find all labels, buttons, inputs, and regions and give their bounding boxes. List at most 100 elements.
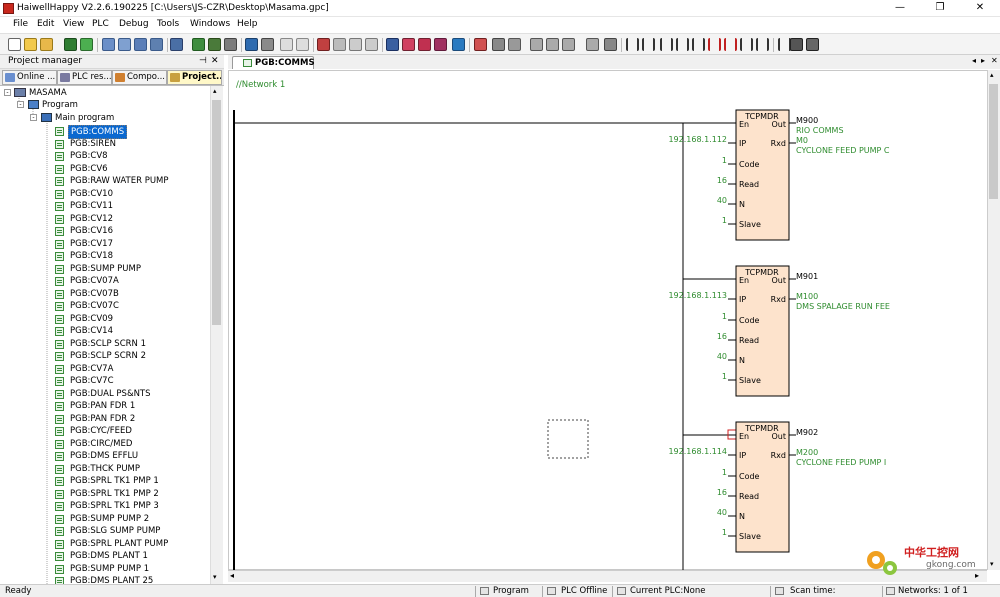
monitor-icon[interactable] (224, 38, 237, 51)
out-variable[interactable]: M900 (796, 116, 818, 125)
coil-icon[interactable] (740, 38, 753, 51)
plc-settings-icon[interactable] (170, 38, 183, 51)
globe-icon[interactable] (452, 38, 465, 51)
pin-icon[interactable]: ⊣ (199, 56, 207, 66)
ip-value[interactable]: 192.168.1.113 (668, 291, 727, 300)
block-icon[interactable] (386, 38, 399, 51)
tcpmdr-block[interactable] (735, 421, 790, 553)
ip-value[interactable]: 192.168.1.114 (668, 447, 727, 456)
delete-col-icon[interactable] (586, 38, 599, 51)
pencil-icon[interactable] (492, 38, 505, 51)
minimize-button[interactable]: — (895, 2, 905, 13)
restore-button[interactable]: ❐ (935, 2, 945, 13)
read-value[interactable]: 16 (717, 488, 727, 497)
close-button[interactable]: ✕ (975, 2, 985, 13)
code-value[interactable]: 1 (722, 468, 727, 477)
n-value[interactable]: 40 (717, 508, 727, 517)
undo-icon[interactable] (280, 38, 293, 51)
slave-value[interactable]: 1 (722, 528, 727, 537)
check-icon[interactable] (245, 38, 258, 51)
tab-components[interactable]: Compo... (112, 70, 167, 85)
rxd-variable[interactable]: M100 (796, 292, 818, 301)
menu-tools[interactable]: Tools (157, 19, 180, 29)
page-setup-icon[interactable] (134, 38, 147, 51)
delete-row-icon[interactable] (546, 38, 559, 51)
set-coil-icon[interactable] (756, 38, 769, 51)
tab-plc-resource[interactable]: PLC res... (57, 70, 112, 85)
menu-file[interactable]: File (13, 19, 29, 29)
export-icon[interactable] (150, 38, 163, 51)
tcpmdr-block[interactable] (735, 109, 790, 241)
paste-icon[interactable] (365, 38, 378, 51)
ip-value[interactable]: 192.168.1.112 (668, 135, 727, 144)
table-icon[interactable] (434, 38, 447, 51)
network-icon[interactable] (604, 38, 617, 51)
editor-scroll-right-icon[interactable]: ▸ (975, 571, 980, 580)
insert-col-icon[interactable] (562, 38, 575, 51)
menu-edit[interactable]: Edit (37, 19, 55, 29)
cut-icon[interactable] (333, 38, 346, 51)
editor-horizontal-scrollbar[interactable]: ◂ ▸ (228, 570, 987, 582)
code-value[interactable]: 1 (722, 312, 727, 321)
slave-value[interactable]: 1 (722, 372, 727, 381)
code-value[interactable]: 1 (722, 156, 727, 165)
read-value[interactable]: 16 (717, 176, 727, 185)
unforce-icon[interactable] (418, 38, 431, 51)
print-preview-icon[interactable] (118, 38, 131, 51)
ladder-editor[interactable] (228, 70, 988, 570)
editor-scroll-down-icon[interactable]: ▾ (990, 560, 994, 568)
mark-icon[interactable] (474, 38, 487, 51)
force-nc-contact-icon[interactable] (724, 38, 737, 51)
tab-nav-right-icon[interactable]: ▸ (981, 56, 986, 65)
tab-nav-left-icon[interactable]: ◂ (972, 56, 977, 65)
out-variable[interactable]: M902 (796, 428, 818, 437)
open-folder-icon[interactable] (40, 38, 53, 51)
scroll-down-icon[interactable]: ▾ (213, 573, 217, 581)
tree-scrollbar-thumb[interactable] (212, 100, 221, 325)
print-icon[interactable] (102, 38, 115, 51)
pulse-contact-icon[interactable] (660, 38, 673, 51)
rising-edge-icon[interactable] (676, 38, 689, 51)
slave-value[interactable]: 1 (722, 216, 727, 225)
tab-pgb-comms[interactable]: PGB:COMMS (232, 56, 315, 69)
function-block-icon[interactable] (790, 38, 803, 51)
download-icon[interactable] (208, 38, 221, 51)
menu-windows[interactable]: Windows (190, 19, 231, 29)
falling-edge-icon[interactable] (692, 38, 705, 51)
n-value[interactable]: 40 (717, 352, 727, 361)
nc-contact-icon[interactable] (642, 38, 655, 51)
scroll-up-icon[interactable]: ▴ (213, 87, 217, 95)
erase-icon[interactable] (508, 38, 521, 51)
collapse-icon[interactable]: - (4, 89, 11, 96)
copy-icon[interactable] (349, 38, 362, 51)
hline-icon[interactable] (806, 38, 819, 51)
editor-scrollbar-thumb[interactable] (989, 84, 998, 199)
menu-plc[interactable]: PLC (92, 19, 109, 29)
selection-cursor[interactable] (547, 419, 589, 459)
rxd-variable[interactable]: M200 (796, 448, 818, 457)
rxd-variable[interactable]: M0 (796, 136, 808, 145)
delete-icon[interactable] (317, 38, 330, 51)
menu-debug[interactable]: Debug (119, 19, 149, 29)
out-variable[interactable]: M901 (796, 272, 818, 281)
tab-online[interactable]: Online ... (2, 70, 57, 85)
new-file-icon[interactable] (8, 38, 21, 51)
new-project-icon[interactable] (24, 38, 37, 51)
grid-icon[interactable] (261, 38, 274, 51)
read-value[interactable]: 16 (717, 332, 727, 341)
tab-close-icon[interactable]: ✕ (991, 56, 998, 65)
redo-icon[interactable] (296, 38, 309, 51)
collapse-icon[interactable]: - (17, 101, 24, 108)
menu-view[interactable]: View (63, 19, 85, 29)
no-contact-icon[interactable] (626, 38, 639, 51)
menu-help[interactable]: Help (237, 19, 258, 29)
tcpmdr-block[interactable] (735, 265, 790, 397)
save-icon[interactable] (64, 38, 77, 51)
upload-icon[interactable] (80, 38, 93, 51)
panel-close-icon[interactable]: ✕ (211, 56, 219, 66)
force-contact-icon[interactable] (708, 38, 721, 51)
collapse-icon[interactable]: - (30, 114, 37, 121)
insert-row-icon[interactable] (530, 38, 543, 51)
compile-icon[interactable] (192, 38, 205, 51)
n-value[interactable]: 40 (717, 196, 727, 205)
